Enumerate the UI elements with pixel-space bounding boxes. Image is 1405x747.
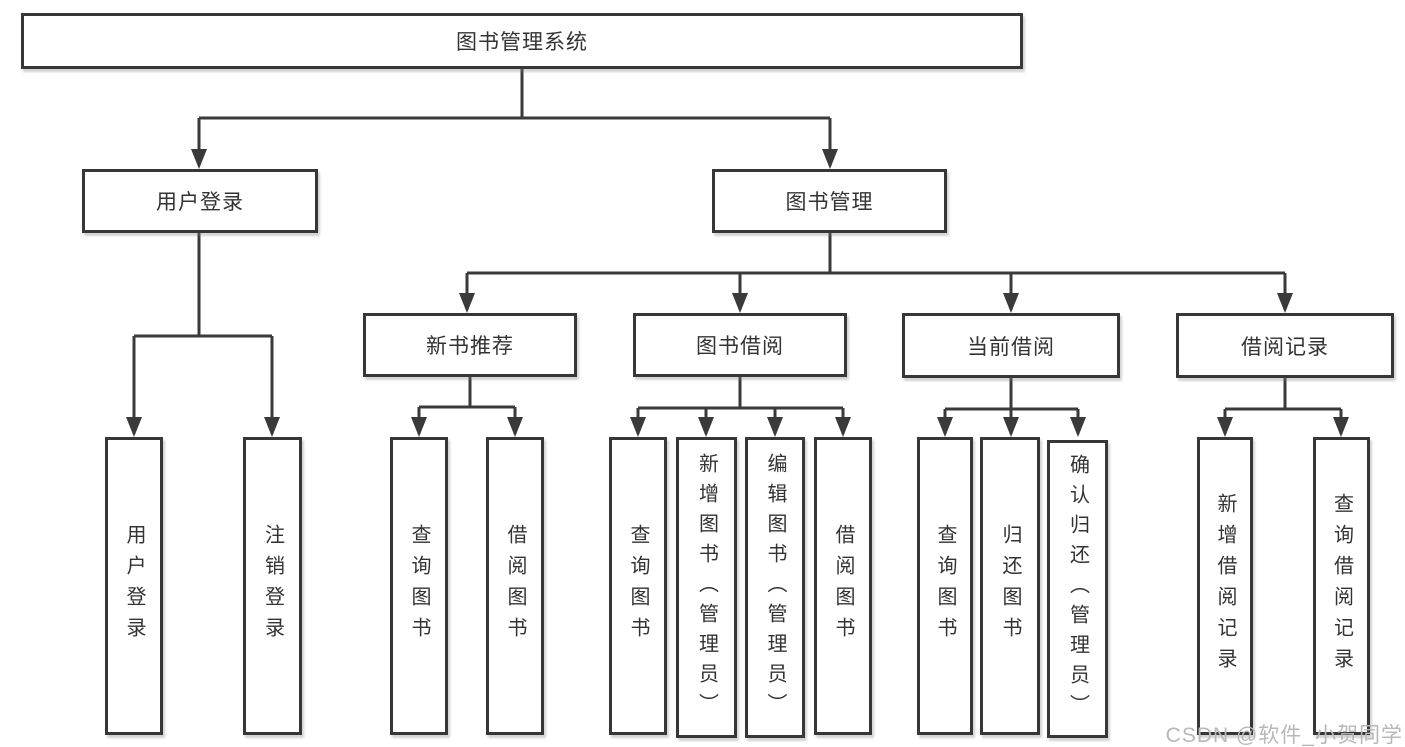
leaf-add-borrow-record-label: 新增借阅记录 bbox=[1214, 493, 1236, 679]
leaf-borrow-books-1: 借阅图书 bbox=[486, 437, 544, 735]
node-borrow-records: 借阅记录 bbox=[1176, 313, 1394, 378]
leaf-borrow-books-2-label: 借阅图书 bbox=[832, 524, 854, 648]
leaf-query-books-1: 查询图书 bbox=[390, 437, 448, 735]
edge-root-to-level2 bbox=[191, 69, 838, 169]
edge-borrow-records-to-leaves bbox=[1217, 377, 1349, 437]
node-user-login: 用户登录 bbox=[82, 169, 318, 233]
leaf-edit-books-admin: 编辑图书（管理员） bbox=[745, 437, 805, 738]
node-current-borrow: 当前借阅 bbox=[902, 313, 1120, 378]
edge-current-borrow-to-leaves bbox=[937, 377, 1086, 437]
leaf-query-books-3-label: 查询图书 bbox=[934, 524, 956, 648]
edge-user-login-to-leaves bbox=[126, 233, 280, 437]
leaf-query-books-3: 查询图书 bbox=[917, 437, 973, 735]
edge-book-borrow-to-leaves bbox=[630, 377, 851, 437]
csdn-watermark: CSDN @软件_小贺同学 bbox=[1165, 724, 1403, 747]
leaf-confirm-return-admin: 确认归还（管理员） bbox=[1047, 440, 1108, 738]
node-new-book-recommend: 新书推荐 bbox=[363, 313, 577, 377]
leaf-return-books: 归还图书 bbox=[980, 437, 1040, 735]
node-book-borrow: 图书借阅 bbox=[633, 313, 847, 377]
leaf-confirm-return-admin-label: 确认归还（管理员） bbox=[1066, 454, 1089, 724]
edge-new-book-recommend-to-leaves bbox=[411, 377, 523, 437]
leaf-logout-label: 注销登录 bbox=[261, 524, 284, 648]
node-book-borrow-label: 图书借阅 bbox=[696, 335, 784, 358]
node-root: 图书管理系统 bbox=[21, 13, 1023, 69]
leaf-query-books-2-label: 查询图书 bbox=[627, 524, 649, 648]
leaf-borrow-books-2: 借阅图书 bbox=[814, 437, 872, 735]
leaf-logout: 注销登录 bbox=[243, 437, 302, 735]
node-current-borrow-label: 当前借阅 bbox=[967, 335, 1055, 359]
leaf-user-login: 用户登录 bbox=[105, 437, 163, 735]
leaf-query-borrow-record-label: 查询借阅记录 bbox=[1330, 493, 1353, 679]
leaf-query-books-1-label: 查询图书 bbox=[408, 524, 430, 648]
leaf-add-borrow-record: 新增借阅记录 bbox=[1197, 437, 1253, 735]
node-user-login-label: 用户登录 bbox=[156, 191, 244, 214]
edge-book-management-to-level3 bbox=[459, 233, 1293, 313]
leaf-add-books-admin-label: 新增图书（管理员） bbox=[695, 452, 718, 723]
leaf-user-login-label: 用户登录 bbox=[123, 524, 145, 648]
leaf-return-books-label: 归还图书 bbox=[999, 524, 1021, 648]
node-borrow-records-label: 借阅记录 bbox=[1241, 335, 1329, 359]
leaf-add-books-admin: 新增图书（管理员） bbox=[676, 437, 737, 738]
leaf-query-books-2: 查询图书 bbox=[609, 437, 667, 735]
leaf-borrow-books-1-label: 借阅图书 bbox=[504, 524, 526, 648]
node-root-label: 图书管理系统 bbox=[456, 31, 588, 54]
leaf-edit-books-admin-label: 编辑图书（管理员） bbox=[764, 452, 786, 723]
node-book-management: 图书管理 bbox=[712, 169, 947, 233]
node-new-book-recommend-label: 新书推荐 bbox=[426, 335, 514, 358]
leaf-query-borrow-record: 查询借阅记录 bbox=[1313, 437, 1370, 735]
node-book-management-label: 图书管理 bbox=[785, 191, 874, 214]
